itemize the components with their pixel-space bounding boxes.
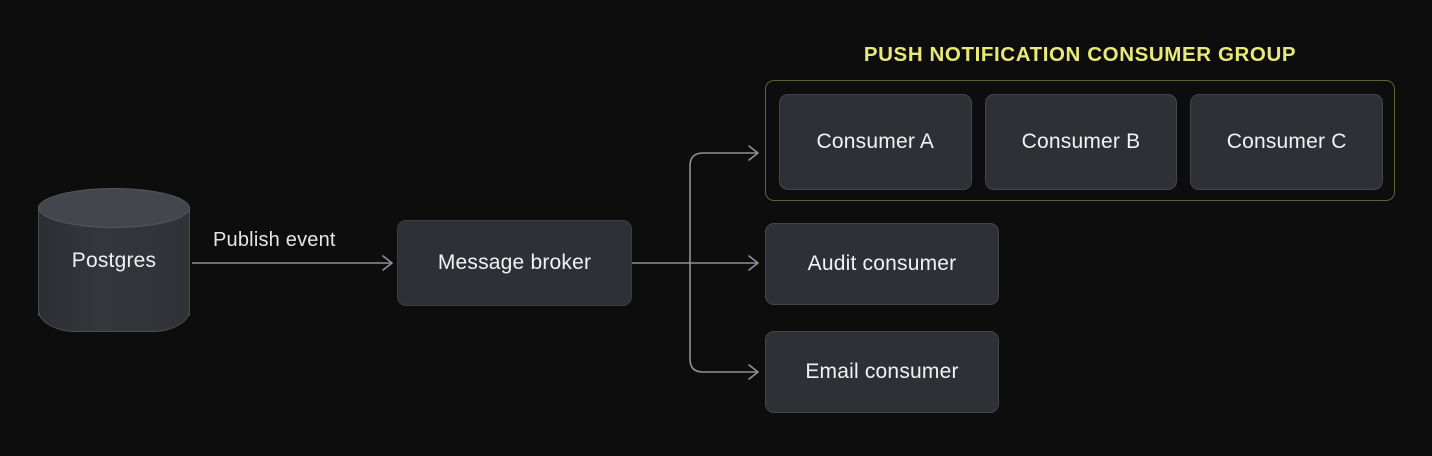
arrowhead-to-email [748,364,759,380]
arrowhead-to-consumer-group [748,145,759,161]
consumer-c-node[interactable]: Consumer C [1190,93,1384,190]
arrowhead-to-audit [748,255,759,271]
push-notification-consumer-group: Consumer A Consumer B Consumer C [765,80,1395,201]
message-broker-label: Message broker [437,251,592,274]
consumer-c-label: Consumer C [1226,129,1347,153]
postgres-database-node[interactable]: Postgres [38,188,190,334]
publish-event-edge-label: Publish event [213,229,336,251]
arrowhead-postgres-to-broker [382,255,393,271]
audit-consumer-label: Audit consumer [807,252,957,275]
message-broker-node[interactable]: Message broker [397,220,632,306]
consumer-a-label: Consumer A [816,129,935,153]
consumer-group-members: Consumer A Consumer B Consumer C [766,81,1396,202]
cylinder-top-ellipse [38,188,190,228]
consumer-b-node[interactable]: Consumer B [984,93,1178,190]
consumer-group-title: PUSH NOTIFICATION CONSUMER GROUP [863,43,1297,66]
email-consumer-label: Email consumer [805,360,959,383]
email-consumer-node[interactable]: Email consumer [765,331,999,413]
edge-junction-to-consumer-group [689,152,758,264]
edge-junction-to-email [689,262,758,373]
postgres-label: Postgres [71,249,157,272]
audit-consumer-node[interactable]: Audit consumer [765,223,999,305]
consumer-b-label: Consumer B [1021,129,1141,153]
consumer-a-node[interactable]: Consumer A [779,93,972,190]
